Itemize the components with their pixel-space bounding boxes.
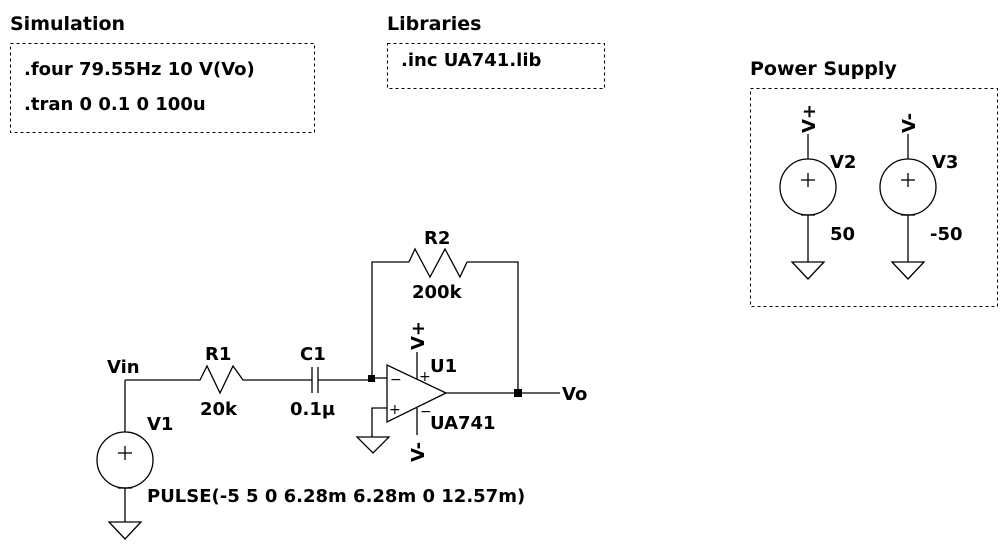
v1-name: V1 [147,414,173,435]
wire [371,261,409,378]
v3-value[interactable]: -50 [930,224,963,245]
vpos-pin-sign: + [419,369,431,385]
vneg-pin-sign: − [420,404,432,420]
v2-value[interactable]: 50 [830,224,855,245]
v1-value[interactable]: PULSE(-5 5 0 6.28m 6.28m 0 12.57m) [147,486,525,507]
tran-directive[interactable]: .tran 0 0.1 0 100u [24,94,206,115]
capacitor-c1[interactable]: C1 0.1µ [290,344,335,420]
r1-name: R1 [205,344,231,365]
noninverting-input-sign: + [389,402,401,418]
u1-vneg-label: V- [408,442,429,462]
v3-name: V3 [932,152,958,173]
resistor-r1[interactable]: R1 20k [190,344,250,420]
c1-value[interactable]: 0.1µ [290,399,335,420]
source-v2[interactable]: V+ V2 50 [779,104,856,280]
power-supply-box [750,88,998,307]
u1-model[interactable]: UA741 [430,413,496,434]
include-directive[interactable]: .inc UA741.lib [401,50,542,71]
v2-name: V2 [830,152,856,173]
u1-vpos-label: V+ [408,321,429,350]
ground-icon [890,261,926,280]
c1-name: C1 [300,344,326,365]
junction-dot [514,389,522,397]
u1-name: U1 [430,356,457,377]
net-label-vpos: V+ [799,104,820,133]
net-label-vo: Vo [562,384,587,405]
inverting-input-sign: − [390,372,402,388]
junction-dot [368,375,375,382]
simulation-box [10,43,315,133]
net-label-vin: Vin [107,357,140,378]
opamp-u1[interactable]: − + + − V+ V- U1 UA741 [386,321,496,462]
libraries-box [387,43,605,89]
power-supply-title: Power Supply [750,58,897,80]
wire [371,407,387,437]
simulation-title: Simulation [10,13,125,35]
ground-icon [107,521,143,540]
ground-icon [355,436,391,454]
net-label-vneg: V- [899,113,920,133]
r2-name: R2 [424,228,450,249]
wire [467,261,519,393]
resistor-r2[interactable]: R2 200k [408,228,468,303]
source-v3[interactable]: V- V3 -50 [879,113,963,280]
ground-icon [790,261,826,280]
source-v1[interactable]: Vin V1 PULSE(-5 5 0 6.28m 6.28m 0 12.57m… [96,357,525,540]
libraries-title: Libraries [387,13,482,35]
four-directive[interactable]: .four 79.55Hz 10 V(Vo) [24,59,255,80]
r1-value[interactable]: 20k [200,399,238,420]
r2-value[interactable]: 200k [412,282,463,303]
